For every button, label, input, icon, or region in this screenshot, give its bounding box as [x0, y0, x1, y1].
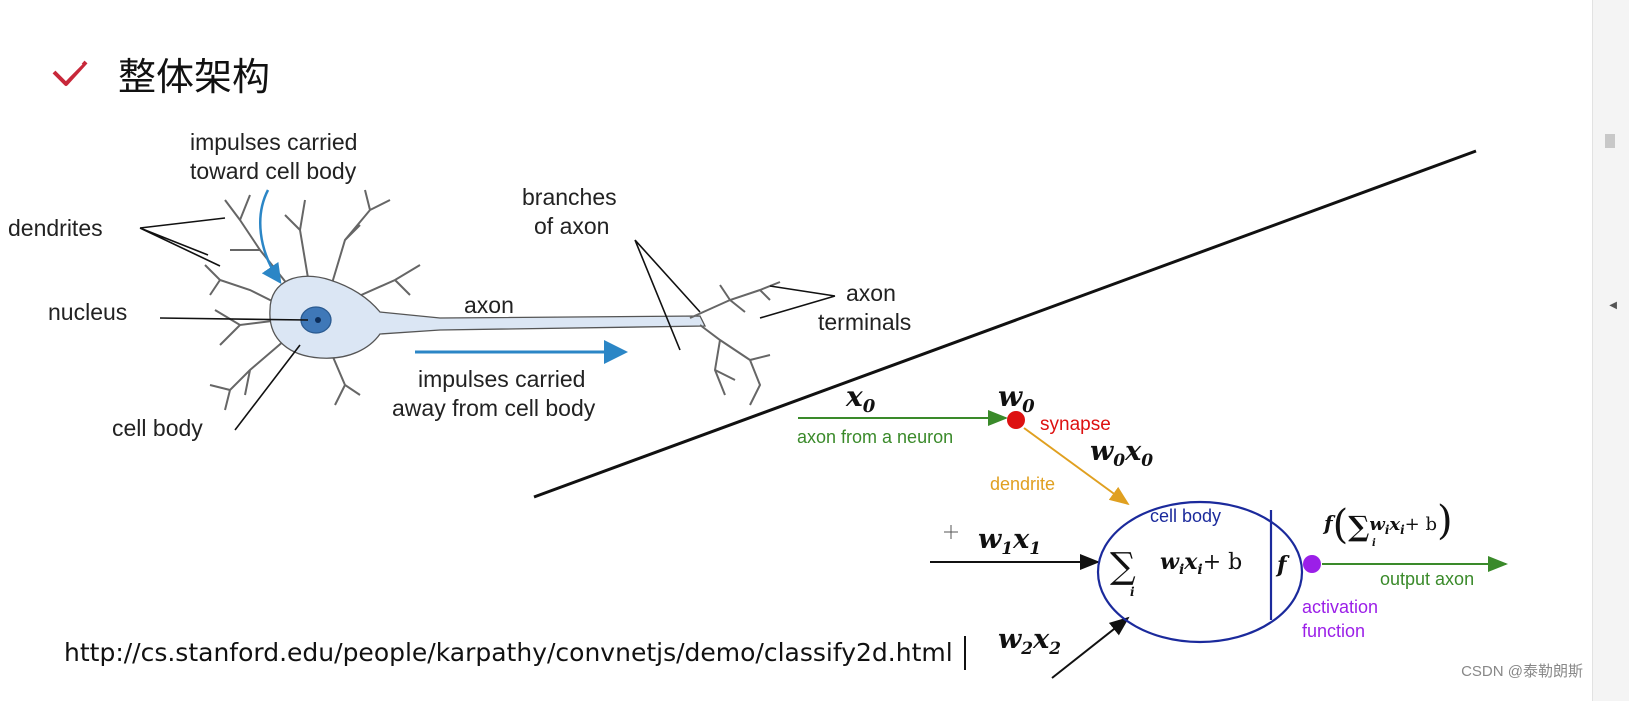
divider-line: [533, 149, 1477, 499]
cell-body-label: cell body: [112, 415, 203, 441]
nucleus-label: nucleus: [48, 299, 127, 325]
dendrites-label: dendrites: [8, 215, 103, 241]
url-text[interactable]: http://cs.stanford.edu/people/karpathy/c…: [64, 638, 953, 667]
axon-terminals-label-1: axon: [846, 280, 896, 306]
axon-terminals-shape: [689, 281, 781, 406]
scroll-left-arrow-icon[interactable]: ◀: [1609, 300, 1617, 311]
neuron-diagram: impulses carried toward cell body dendri…: [8, 129, 1508, 679]
axon-terminals-label-2: terminals: [818, 309, 911, 335]
check-icon: [52, 60, 88, 86]
branches-label-1: branches: [522, 184, 617, 210]
impulses-away-label-1: impulses carried: [418, 366, 585, 392]
w0x0-label: w0x0: [1090, 436, 1153, 471]
neuron-illustration: [204, 189, 781, 411]
text-cursor: [964, 636, 966, 670]
vertical-scrollbar[interactable]: ◀: [1592, 0, 1629, 701]
dendrite-label: dendrite: [990, 474, 1055, 494]
synapse-dot: [1007, 411, 1025, 429]
w2x2-label: w2x2: [998, 624, 1061, 659]
synapse-label: synapse: [1040, 414, 1111, 435]
dendrites-shape: [204, 189, 421, 411]
cursor-crosshair-icon: [944, 525, 958, 539]
impulses-toward-label-1: impulses carried: [190, 129, 357, 155]
math-model: [798, 410, 1508, 679]
watermark: CSDN @泰勒朗斯: [1461, 663, 1583, 680]
output-formula: f(∑wixi+ b): [1322, 498, 1453, 548]
neuron-leader-lines: [139, 217, 836, 431]
axon-label: axon: [464, 292, 514, 318]
sum-index-label: i: [1130, 585, 1135, 599]
w0-label: w0: [998, 380, 1035, 417]
activation-dot: [1303, 555, 1321, 573]
model-text-labels: x0 w0 synapse axon from a neuron w0x0 de…: [797, 380, 1474, 659]
w1x1-label: w1x1: [978, 524, 1041, 559]
impulses-away-label-2: away from cell body: [392, 395, 596, 421]
page-title: 整体架构: [118, 55, 271, 99]
neuron-text-labels: impulses carried toward cell body dendri…: [8, 129, 911, 441]
sum-symbol: ∑: [1110, 546, 1136, 587]
model-cell-body-label: cell body: [1150, 506, 1221, 526]
svg-text:i: i: [1372, 538, 1376, 549]
f-label: f: [1275, 552, 1290, 578]
branches-label-2: of axon: [534, 213, 609, 239]
output-axon-label: output axon: [1380, 569, 1474, 589]
cell-body-shape: [269, 275, 707, 359]
activation-label-1: activation: [1302, 597, 1378, 617]
impulse-toward-arrow: [259, 189, 282, 285]
sum-expression: wixi+ b: [1160, 549, 1242, 578]
axon-from-neuron-label: axon from a neuron: [797, 427, 953, 447]
model-cell-body: [1096, 500, 1304, 644]
header: 整体架构: [50, 46, 270, 101]
scrollbar-thumb[interactable]: [1605, 134, 1615, 148]
impulses-toward-label-2: toward cell body: [190, 158, 357, 184]
x0-label: x0: [845, 380, 876, 417]
activation-label-2: function: [1302, 621, 1365, 641]
